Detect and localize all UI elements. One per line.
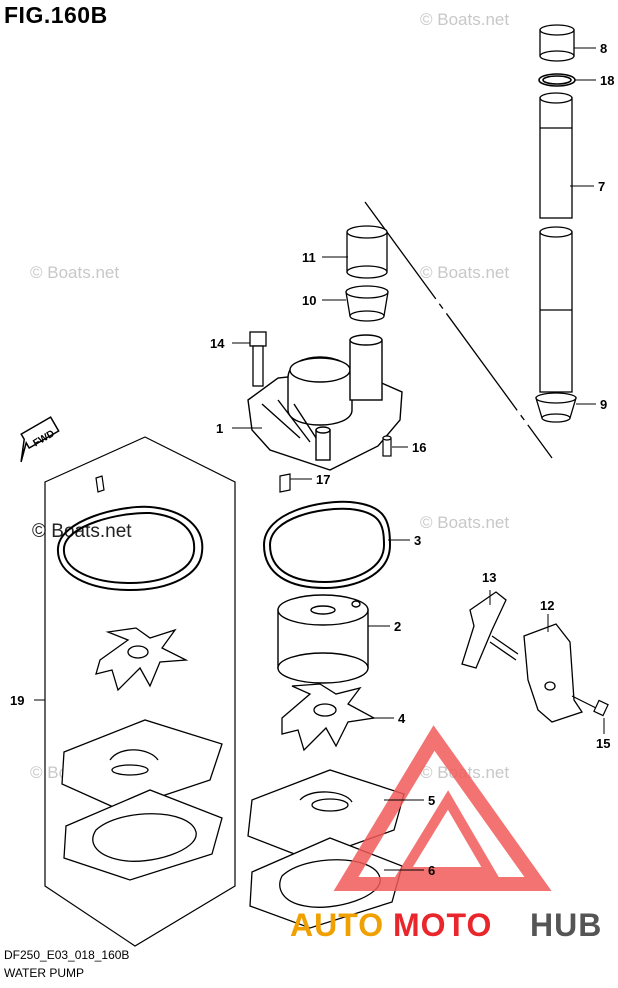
fwd-arrow-icon: FWD xyxy=(20,416,60,463)
grommet-upper xyxy=(539,24,575,62)
callout-19: 19 xyxy=(10,693,24,708)
callout-9: 9 xyxy=(600,397,607,412)
brand-logo: AUTO MOTO HUB xyxy=(290,725,602,943)
brand-triangle xyxy=(333,725,552,891)
gasket-ring xyxy=(262,500,392,590)
callout-14: 14 xyxy=(210,336,225,351)
diagram-code: DF250_E03_018_160B xyxy=(4,948,130,962)
callout-18: 18 xyxy=(600,73,614,88)
brand-part-moto: MOTO xyxy=(393,907,492,943)
liner xyxy=(346,225,388,279)
watermark-text: © Boats.net xyxy=(420,513,509,532)
bushing xyxy=(345,285,389,322)
wear-plate xyxy=(247,769,405,861)
kit-plate xyxy=(61,719,223,811)
kit-bracket xyxy=(44,436,236,947)
key xyxy=(279,473,291,493)
callout-10: 10 xyxy=(302,293,316,308)
callout-5: 5 xyxy=(428,793,435,808)
bolt xyxy=(249,331,267,387)
brand-part-auto: AUTO xyxy=(290,907,384,943)
callout-12: 12 xyxy=(540,598,554,613)
diagram-subtitle: WATER PUMP xyxy=(4,966,84,980)
watermark-text: © Boats.net xyxy=(32,521,132,542)
lever xyxy=(461,591,519,669)
kit-impeller xyxy=(95,627,189,692)
leader-lines xyxy=(34,47,605,871)
callout-15: 15 xyxy=(596,736,610,751)
brand-part-hub: HUB xyxy=(530,907,602,943)
kit-gasket-ring xyxy=(56,475,204,592)
callout-labels: 8 18 7 9 11 10 14 1 16 17 3 2 4 5 6 13 1… xyxy=(10,41,614,878)
watermark-text: © Boats.net xyxy=(420,10,509,29)
cover-plate xyxy=(523,623,584,723)
watermark-text: © Boats.net xyxy=(30,263,119,282)
callout-7: 7 xyxy=(598,179,605,194)
water-tube xyxy=(539,92,573,393)
callout-6: 6 xyxy=(428,863,435,878)
watermark-text: © Boats.net xyxy=(420,263,509,282)
callout-16: 16 xyxy=(412,440,426,455)
impeller-housing xyxy=(277,594,369,684)
impeller xyxy=(281,683,377,752)
callout-2: 2 xyxy=(394,619,401,634)
callout-1: 1 xyxy=(216,421,223,436)
callout-3: 3 xyxy=(414,533,421,548)
grommet-lower xyxy=(535,392,577,423)
o-ring xyxy=(538,73,576,87)
callout-11: 11 xyxy=(302,250,316,265)
pump-case xyxy=(247,334,403,471)
pin xyxy=(382,435,392,457)
kit-gasket xyxy=(63,789,223,881)
callout-4: 4 xyxy=(398,711,406,726)
figure-title: FIG.160B xyxy=(4,2,108,28)
screw xyxy=(571,695,609,717)
callout-17: 17 xyxy=(316,472,330,487)
brand-triangle-inner xyxy=(395,790,499,877)
callout-8: 8 xyxy=(600,41,607,56)
callout-13: 13 xyxy=(482,570,496,585)
tube-guide-line xyxy=(364,201,553,459)
